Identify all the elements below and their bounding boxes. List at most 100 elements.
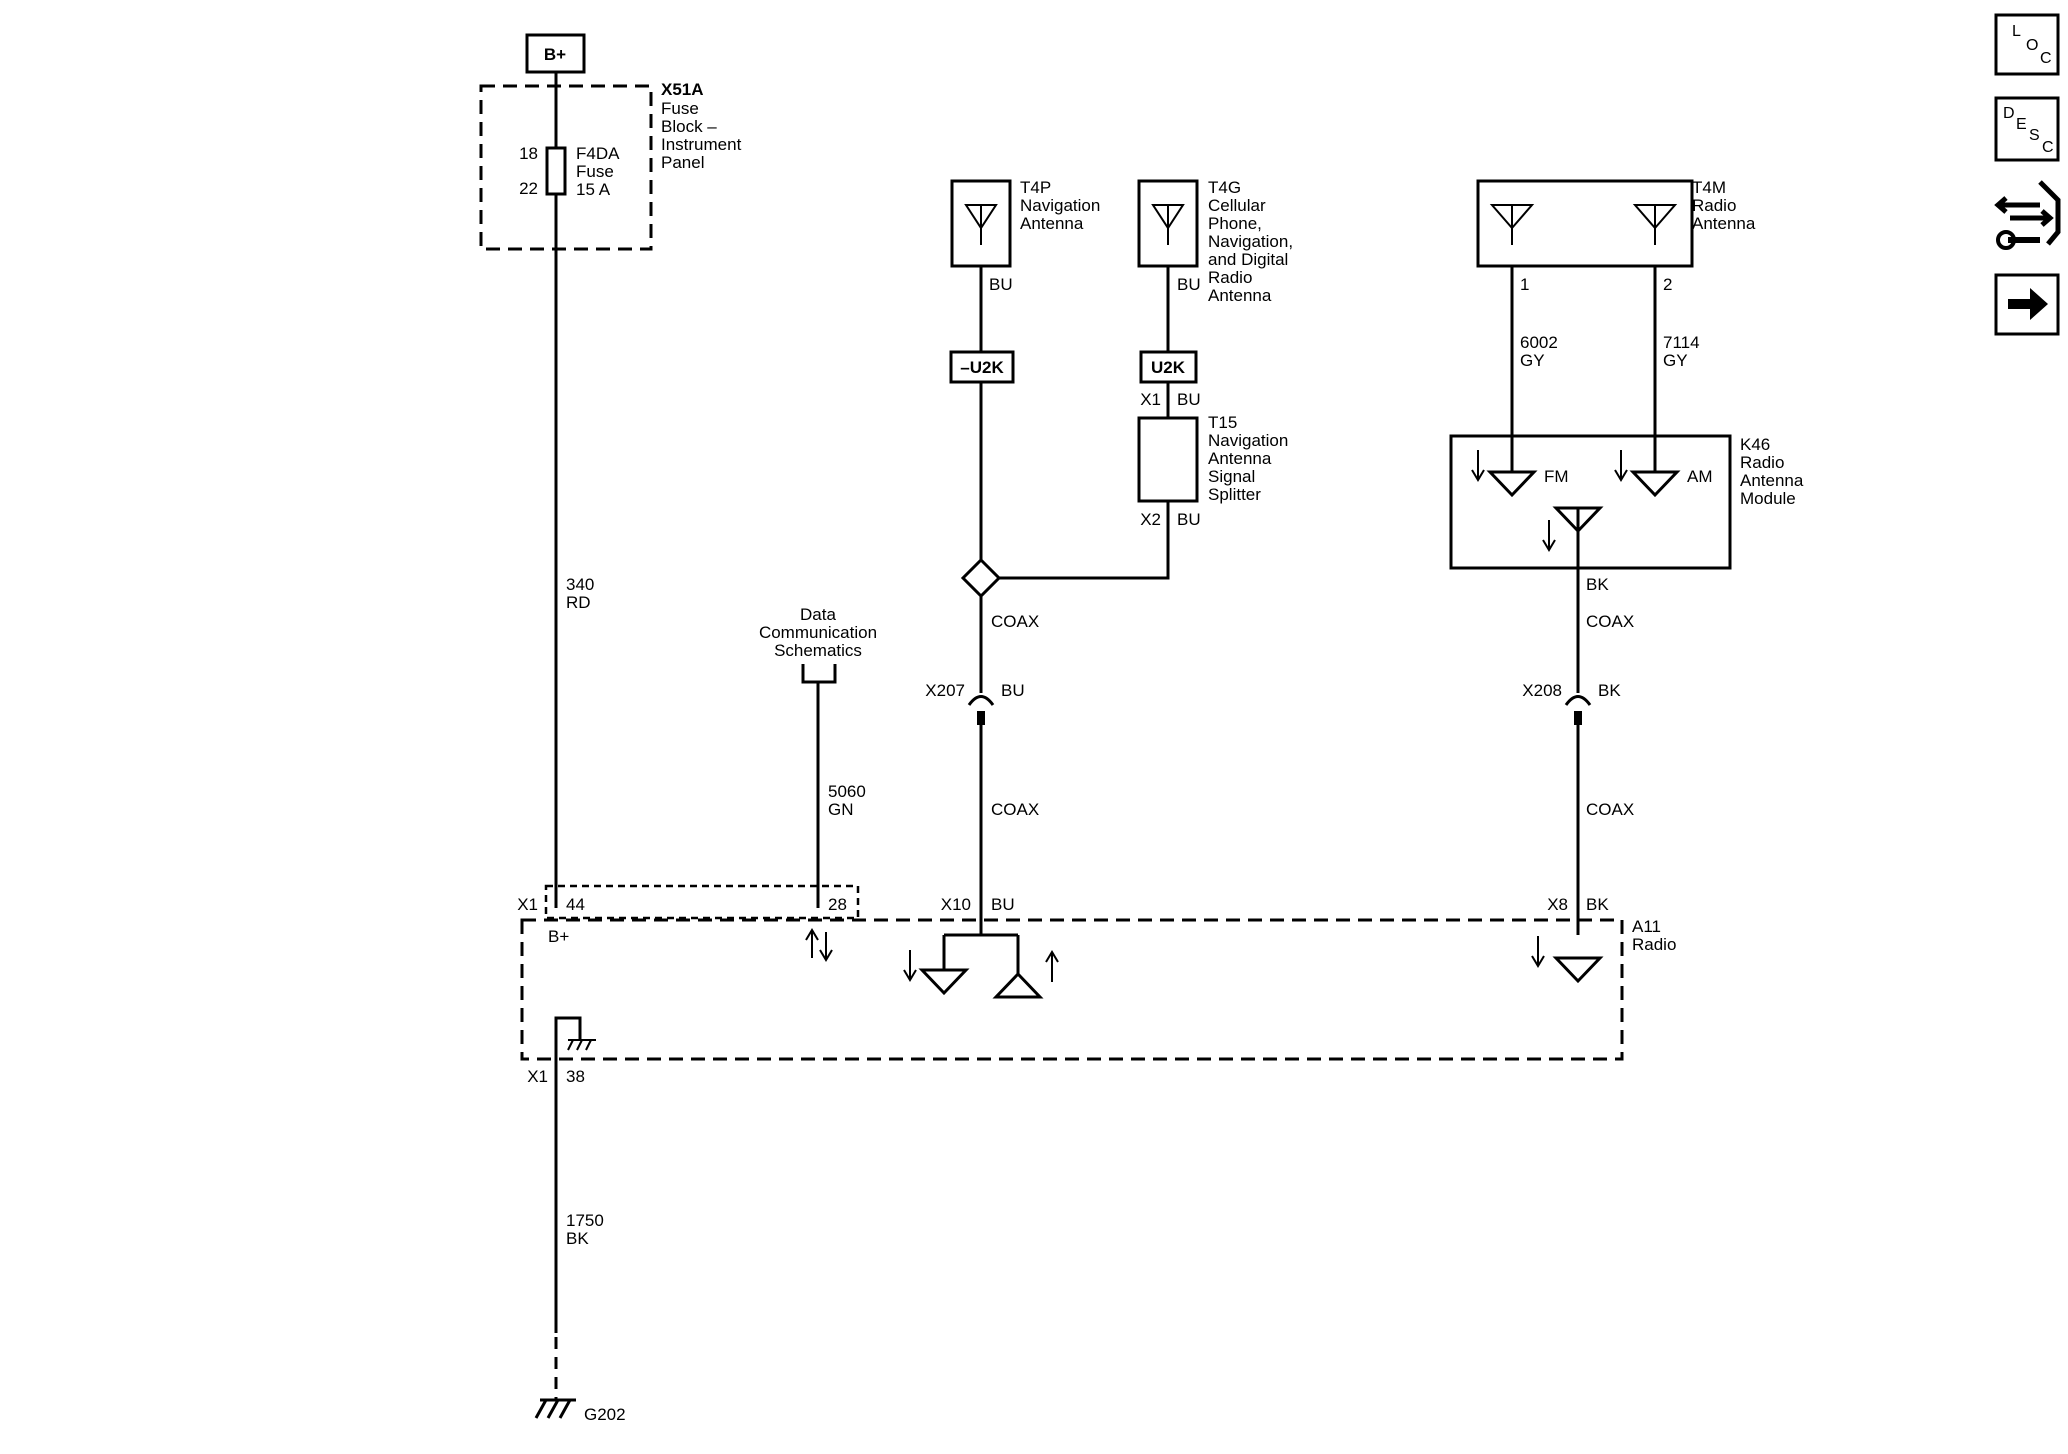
radio-pin-28: 28 [828,895,847,914]
t15-conn-top: X1 [1140,390,1161,409]
option-minus-u2k-label: –U2K [960,358,1004,377]
wire-340-circuit: 340 [566,575,594,594]
ground-ref: G202 [584,1405,626,1424]
arrow-right-icon [2008,288,2048,320]
radio-bplus: B+ [548,927,569,946]
wire-6002-color: GY [1520,351,1545,370]
data-comm-line-2: Communication [759,623,877,642]
coax-upper-radio: COAX [1586,612,1634,631]
t4m-name-2: Antenna [1692,214,1756,233]
data-comm-line-1: Data [800,605,836,624]
t15-conn-bottom: X2 [1140,510,1161,529]
coax-lower-radio: COAX [1586,800,1634,819]
a11-radio: A11 Radio X1 44 28 B+ X10 BU X8 BK X1 38 [517,884,1676,1086]
t15-name-1: Navigation [1208,431,1288,450]
option-u2k-label: U2K [1151,358,1186,377]
radio-x1-top: X1 [517,895,538,914]
next-arrow-button[interactable] [1994,273,2060,336]
fuse-pin-in: 18 [519,144,538,163]
t4g-name-2: Phone, [1208,214,1262,233]
t4g-wire-color: BU [1177,275,1201,294]
k46-name-2: Antenna [1740,471,1804,490]
loc-letter-o: O [2026,37,2038,54]
t15-name-3: Signal [1208,467,1255,486]
x208-color: BK [1598,681,1621,700]
t15-conn-top-color: BU [1177,390,1201,409]
t4p-ref: T4P [1020,178,1051,197]
wire-5060-circuit: 5060 [828,782,866,801]
desc-letter-e: E [2016,116,2027,133]
t4p-navigation-antenna: T4P Navigation Antenna BU [950,178,1100,294]
t4p-name-1: Navigation [1020,196,1100,215]
t4m-radio-antenna: T4M Radio Antenna 1 2 [1476,178,1756,294]
wire-1750-circuit: 1750 [566,1211,604,1230]
fuse-block-name-2: Block – [661,117,717,136]
connector-repair-icon[interactable] [1994,180,2061,250]
k46-am-label: AM [1687,467,1713,486]
t4m-ref: T4M [1692,178,1726,197]
option-minus-u2k: –U2K [949,350,1015,384]
desc-letter-d: D [2003,105,2015,122]
option-u2k: U2K [1139,350,1198,384]
t4g-name-3: Navigation, [1208,232,1293,251]
fuse-rating: 15 A [576,180,611,199]
wire-7114-circuit: 7114 [1663,333,1700,352]
t4m-pin-1: 1 [1520,275,1529,294]
t4g-name-1: Cellular [1208,196,1266,215]
t15-signal-splitter: X1 BU T15 Navigation Antenna Signal Spli… [1137,390,1288,529]
loc-letter-l: L [2012,23,2021,40]
wire-6002: 6002 GY [1510,266,1558,436]
fuse-block-name-4: Panel [661,153,704,172]
battery-label: B+ [544,45,566,64]
k46-ref: K46 [1740,435,1770,454]
description-button[interactable]: D E S C [1994,96,2060,162]
radio-x8: X8 [1547,895,1568,914]
coax-lower-nav: COAX [991,800,1039,819]
t15-name-2: Antenna [1208,449,1272,468]
k46-output-color: BK [1586,575,1609,594]
fuse-f4da: 18 22 F4DA Fuse 15 A [519,144,620,199]
radio-x10: X10 [941,895,971,914]
connector-x208: X208 BK [1522,681,1621,725]
x208-ref: X208 [1522,681,1562,700]
x207-ref: X207 [925,681,965,700]
ground-g202: G202 [534,1398,626,1424]
t4g-ref: T4G [1208,178,1241,197]
battery-source: B+ [525,33,586,74]
loc-letter-c: C [2040,50,2052,67]
radio-x8-color: BK [1586,895,1609,914]
k46-radio-antenna-module: K46 Radio Antenna Module FM AM [1449,434,1804,570]
t4m-name-1: Radio [1692,196,1736,215]
location-button[interactable]: L O C [1994,13,2060,76]
t4g-name-4: and Digital [1208,250,1288,269]
t4m-pin-2: 2 [1663,275,1672,294]
wire-7114-color: GY [1663,351,1688,370]
data-communication-ref: Data Communication Schematics 5060 GN [759,605,877,908]
radio-name: Radio [1632,935,1676,954]
k46-fm-label: FM [1544,467,1569,486]
radio-x1-bottom: X1 [527,1067,548,1086]
fuse-ref: F4DA [576,144,620,163]
wire-1750: 1750 BK [554,1084,604,1400]
fuse-type: Fuse [576,162,614,181]
t15-conn-bottom-color: BU [1177,510,1201,529]
t4g-cellular-antenna: T4G Cellular Phone, Navigation, and Digi… [1137,178,1293,305]
wire-1750-color: BK [566,1229,589,1248]
x207-color: BU [1001,681,1025,700]
fuse-pin-out: 22 [519,179,538,198]
k46-name-1: Radio [1740,453,1784,472]
fuse-block-ref: X51A [661,80,704,99]
coax-upper-nav: COAX [991,612,1039,631]
wire-340: 340 RD [554,72,594,908]
desc-letter-c: C [2042,139,2054,156]
radio-ref: A11 [1632,917,1661,936]
k46-name-3: Module [1740,489,1796,508]
desc-letter-s: S [2029,127,2040,144]
data-comm-line-3: Schematics [774,641,862,660]
radio-pin-38: 38 [566,1067,585,1086]
connector-x207: X207 BU [925,681,1025,725]
wire-7114: 7114 GY [1653,266,1700,436]
t4g-name-6: Antenna [1208,286,1272,305]
wire-6002-circuit: 6002 [1520,333,1558,352]
